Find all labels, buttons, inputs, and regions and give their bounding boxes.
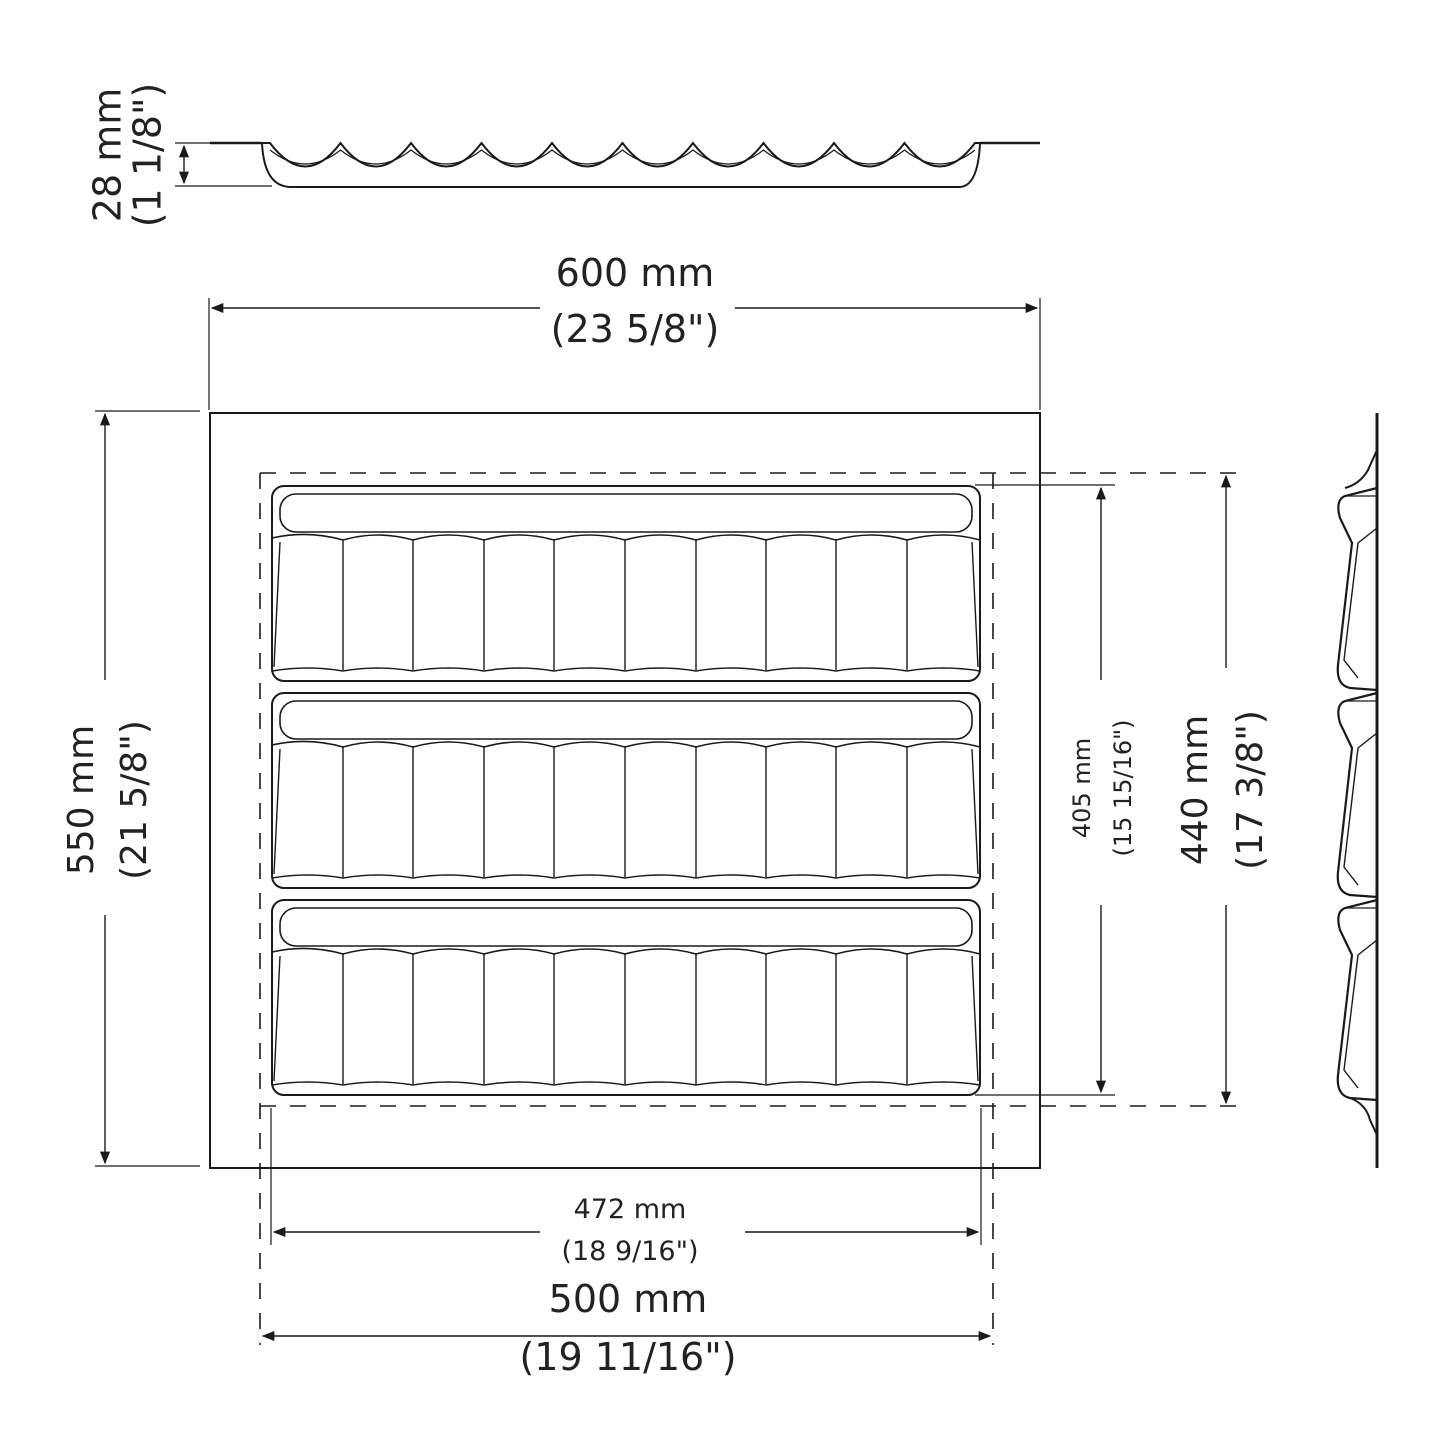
inner-width-inch-label: (19 11/16") bbox=[519, 1335, 736, 1379]
inner-width-mm-label: 500 mm bbox=[549, 1277, 708, 1321]
row-wave-top bbox=[271, 947, 981, 955]
side-compartment bbox=[1336, 486, 1378, 692]
outer-depth-inch-label: (21 5/8") bbox=[114, 720, 155, 880]
height-inch-label: (1 1/8") bbox=[126, 83, 170, 228]
front-profile bbox=[210, 141, 1040, 188]
side-tooth-outline bbox=[1336, 691, 1378, 899]
row-handle-groove bbox=[279, 493, 973, 533]
row-wave-bottom bbox=[271, 1081, 981, 1086]
inner-width-small-mm-label: 472 mm bbox=[574, 1194, 687, 1225]
row-wave-top bbox=[271, 740, 981, 748]
row-wave-bottom bbox=[271, 667, 981, 672]
row-side-left bbox=[273, 541, 281, 668]
inner-depth-mm-label: 440 mm bbox=[1175, 715, 1216, 865]
compartment-rows bbox=[271, 485, 981, 1096]
row-outline bbox=[271, 692, 981, 889]
inner-depth-small-inch-label: (15 15/16") bbox=[1109, 719, 1137, 856]
compartment-row bbox=[271, 692, 981, 889]
side-compartment bbox=[1336, 691, 1378, 899]
height-mm-label: 28 mm bbox=[86, 88, 130, 222]
side-top-lip bbox=[1344, 449, 1378, 489]
side-section-view bbox=[1336, 413, 1379, 1168]
row-side-right bbox=[971, 541, 979, 668]
row-outline bbox=[271, 485, 981, 682]
tray-outer-outline bbox=[209, 412, 1041, 1169]
row-outline bbox=[271, 899, 981, 1096]
row-side-left bbox=[273, 748, 281, 875]
front-scallops bbox=[262, 141, 980, 168]
inner-depth-small-mm-label: 405 mm bbox=[1068, 738, 1096, 838]
row-wave-top bbox=[271, 533, 981, 541]
inner-width-dimension: 500 mm (19 11/16") bbox=[261, 1277, 992, 1379]
row-side-right bbox=[971, 955, 979, 1082]
side-tooth-outline bbox=[1336, 486, 1378, 692]
inner-depth-dimension: 440 mm (17 3/8") bbox=[1175, 474, 1271, 1105]
outer-width-dimension: 600 mm (23 5/8") bbox=[208, 251, 1041, 410]
inner-width-small-inch-label: (18 9/16") bbox=[561, 1236, 698, 1267]
top-plan-view bbox=[209, 412, 1240, 1345]
outer-depth-mm-label: 550 mm bbox=[61, 725, 102, 875]
inner-depth-inch-label: (17 3/8") bbox=[1230, 710, 1271, 870]
front-elevation-view: 28 mm (1 1/8") bbox=[86, 83, 1040, 228]
row-side-left bbox=[273, 955, 281, 1082]
side-tooth-outline bbox=[1336, 898, 1378, 1102]
side-tooth-inner bbox=[1343, 527, 1378, 679]
side-bottom-lip bbox=[1349, 1097, 1378, 1136]
row-handle-groove bbox=[279, 907, 973, 947]
side-profile bbox=[1336, 449, 1378, 1136]
row-wave-bottom bbox=[271, 874, 981, 879]
outer-depth-dimension: 550 mm (21 5/8") bbox=[61, 410, 200, 1167]
outer-width-mm-label: 600 mm bbox=[556, 251, 715, 295]
front-base bbox=[261, 142, 981, 188]
inner-depth-small-dimension: 405 mm (15 15/16") bbox=[975, 484, 1137, 1096]
compartment-row bbox=[271, 485, 981, 682]
row-side-right bbox=[971, 748, 979, 875]
inner-width-small-dimension: 472 mm (18 9/16") bbox=[270, 1108, 982, 1267]
side-tooth-inner bbox=[1343, 939, 1378, 1089]
front-scallops-inner bbox=[269, 149, 976, 165]
row-handle-groove bbox=[279, 700, 973, 740]
side-compartment bbox=[1336, 898, 1378, 1102]
compartment-row bbox=[271, 899, 981, 1096]
outer-width-inch-label: (23 5/8") bbox=[551, 307, 720, 351]
side-tooth-inner bbox=[1343, 732, 1378, 886]
